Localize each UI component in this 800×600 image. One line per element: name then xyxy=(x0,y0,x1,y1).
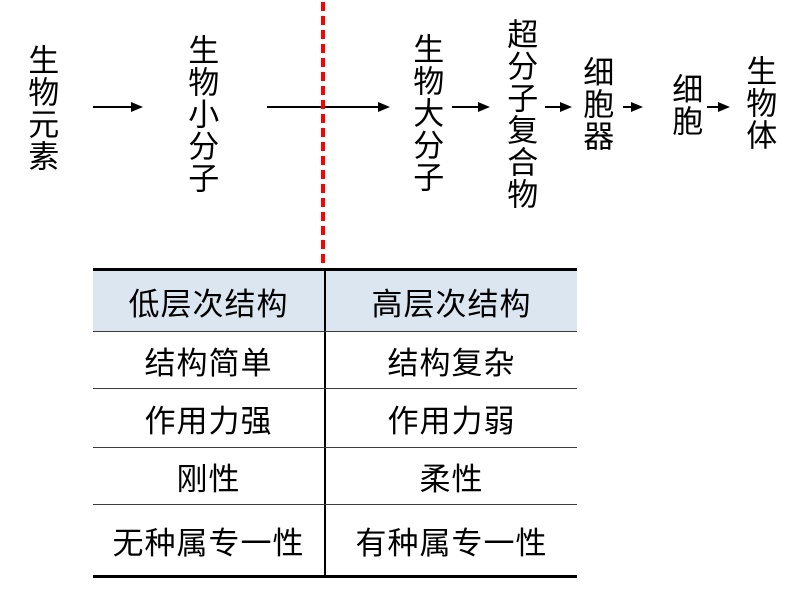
arrow-head-icon xyxy=(478,102,490,112)
flow-node-bio-macromolecules: 生物大分子 xyxy=(407,33,444,193)
table-cell: 作用力强 xyxy=(93,389,326,447)
flow-arrow-2-icon xyxy=(267,101,390,113)
table-header-low-level: 低层次结构 xyxy=(93,271,326,331)
flow-node-cell: 细胞 xyxy=(666,73,703,137)
flow-arrow-1-icon xyxy=(93,101,143,113)
flow-node-supramolecular-complex: 超分子复合物 xyxy=(501,18,538,210)
table-cell: 柔性 xyxy=(419,461,484,498)
arrow-shaft xyxy=(452,106,482,108)
flow-node-bio-elements: 生物元素 xyxy=(22,44,59,172)
flow-node-organism: 生物体 xyxy=(740,55,777,151)
table-row: 无种属专一性 有种属专一性 xyxy=(93,504,577,575)
arrow-shaft xyxy=(707,106,722,108)
table-header-row: 低层次结构 高层次结构 xyxy=(93,271,577,331)
arrow-shaft xyxy=(93,106,135,108)
flow-arrow-4-icon xyxy=(545,101,572,113)
table-row: 结构简单 结构复杂 xyxy=(93,331,577,388)
table-row: 作用力强 作用力弱 xyxy=(93,388,577,447)
table-cell: 结构复杂 xyxy=(387,345,516,382)
flow-node-organelle: 细胞器 xyxy=(577,56,614,152)
table-cell: 结构简单 xyxy=(93,332,326,388)
table-header-high-level: 高层次结构 xyxy=(371,286,532,323)
arrow-head-icon xyxy=(378,102,390,112)
table-row: 刚性 柔性 xyxy=(93,447,577,504)
flow-arrow-6-icon xyxy=(707,101,730,113)
arrow-head-icon xyxy=(560,102,572,112)
arrow-head-icon xyxy=(131,102,143,112)
table-cell: 作用力弱 xyxy=(387,403,516,440)
arrow-head-icon xyxy=(718,102,730,112)
arrow-shaft xyxy=(545,106,564,108)
table-cell: 无种属专一性 xyxy=(93,505,326,575)
arrow-head-icon xyxy=(631,102,643,112)
flow-arrow-5-icon xyxy=(623,101,643,113)
comparison-table: 低层次结构 高层次结构 结构简单 结构复杂 作用力强 作用力弱 刚性 柔性 无种… xyxy=(93,268,577,578)
section-divider-dashed-line xyxy=(321,2,325,268)
flow-node-bio-small-molecules: 生物小分子 xyxy=(182,34,219,194)
table-cell: 刚性 xyxy=(93,448,326,504)
flow-arrow-3-icon xyxy=(452,101,490,113)
table-cell: 有种属专一性 xyxy=(355,525,548,562)
arrow-shaft xyxy=(623,106,635,108)
